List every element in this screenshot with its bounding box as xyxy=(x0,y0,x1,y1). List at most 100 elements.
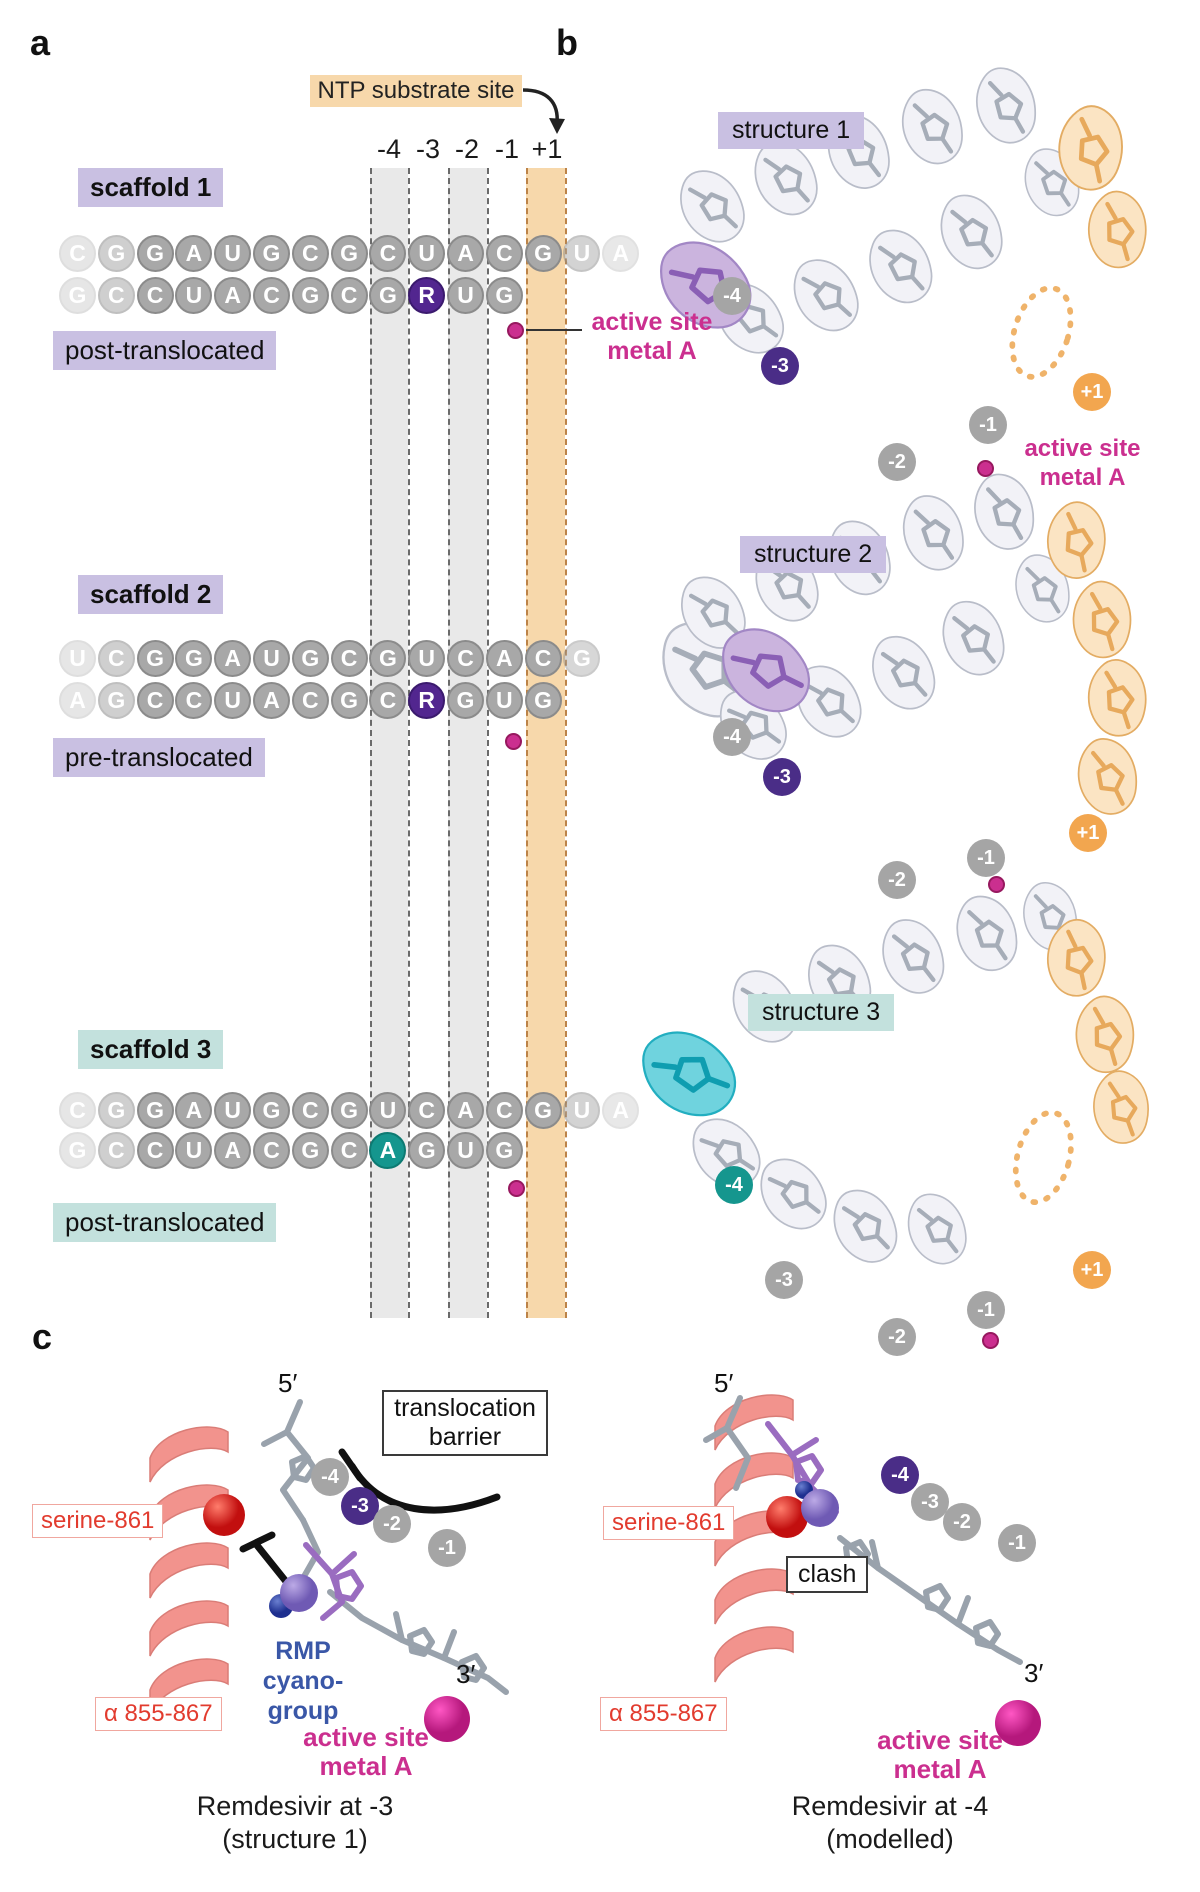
active-site-metal-line2: metal A xyxy=(607,337,697,365)
rna-sticks-right xyxy=(703,1395,1023,1665)
density-unit-g xyxy=(1015,554,1070,623)
product-nucleotide: A xyxy=(253,681,290,719)
template-nucleotide: G xyxy=(524,234,562,272)
translocation-state-label: post-translocated xyxy=(53,1203,277,1242)
density-unit-g xyxy=(680,170,745,243)
template-nucleotide: G xyxy=(253,234,290,272)
register-band-plus1 xyxy=(526,168,565,1318)
template-nucleotide: U xyxy=(59,639,96,677)
template-nucleotide: U xyxy=(563,1091,601,1129)
density-unit-o xyxy=(1075,995,1135,1074)
density-unit-g xyxy=(956,895,1018,972)
product-nucleotide: G xyxy=(59,276,96,314)
product-nucleotide: G xyxy=(97,681,135,719)
position-label-plus1: +1 xyxy=(531,134,563,164)
metal-a-dot xyxy=(504,732,522,750)
template-nucleotide: G xyxy=(369,639,407,677)
product-nucleotide: C xyxy=(97,276,135,314)
template-nucleotide: A xyxy=(214,639,252,677)
template-nucleotide: U xyxy=(408,639,446,677)
badge-minus3-structure2: -3 xyxy=(763,758,801,796)
badge-minus4-structure1: -4 xyxy=(713,277,751,315)
panel-c-letter: c xyxy=(32,1316,53,1357)
structure-3-label: structure 3 xyxy=(748,994,895,1031)
caption-right-line1: Remdesivir at -4 xyxy=(791,1791,989,1821)
badge-minus3-cright: -3 xyxy=(911,1483,949,1521)
density-unit-o xyxy=(1058,105,1123,191)
helix-855-867-label-right: α 855-867 xyxy=(600,1697,727,1731)
density-unit-g xyxy=(882,919,945,994)
badge-minus3-structure1: -3 xyxy=(761,347,799,385)
barrier-line2: barrier xyxy=(428,1423,502,1451)
product-nucleotide: U xyxy=(485,681,523,719)
density-unit-g xyxy=(760,1158,827,1230)
cryoem-density-illustrations xyxy=(642,67,1149,1265)
position-label-minus1: -1 xyxy=(494,134,520,164)
template-nucleotide: A xyxy=(175,1091,213,1129)
metal-line2: metal A xyxy=(319,1751,413,1781)
badge-minus4-structure3: -4 xyxy=(715,1166,753,1204)
badge-minus4-cleft: -4 xyxy=(311,1458,349,1496)
badge-plus1-structure1: +1 xyxy=(1073,373,1111,411)
metal-a-sphere-right xyxy=(995,1700,1041,1746)
template-nucleotide: C xyxy=(291,1091,329,1129)
remdesivir-position-illustrations xyxy=(149,1394,1041,1746)
template-nucleotide: G xyxy=(330,234,368,272)
metal-line2: metal A xyxy=(1039,464,1126,491)
density-unit-g xyxy=(907,1193,967,1265)
density-unit-o xyxy=(1087,190,1147,269)
template-nucleotide: U xyxy=(369,1091,407,1129)
product-nucleotide: U xyxy=(214,681,252,719)
alpha-helix-ribbon-coil xyxy=(149,1426,229,1483)
ntp-site-arrow xyxy=(522,88,565,134)
metal-a-dot xyxy=(507,1179,525,1197)
cyano-carbon-sphere-left xyxy=(280,1574,318,1612)
empty-plus1-site-ellipse-structure3 xyxy=(1012,1109,1074,1206)
badge-plus1-structure3: +1 xyxy=(1073,1251,1111,1289)
register-line xyxy=(565,168,567,1318)
product-nucleotide: G xyxy=(291,1131,329,1169)
product-nucleotide: C xyxy=(97,1131,135,1169)
template-nucleotide: C xyxy=(59,234,96,272)
scaffold-label: scaffold 2 xyxy=(78,575,224,614)
density-unit-o xyxy=(1087,659,1147,737)
serine-oxygen-sphere-left xyxy=(203,1494,245,1536)
metal-a-dot-structure1 xyxy=(977,460,994,477)
three-prime-label-left: 3′ xyxy=(456,1659,476,1689)
caption-left: Remdesivir at -3 (structure 1) xyxy=(190,1790,400,1856)
metal-line1: active site xyxy=(1024,435,1141,462)
badge-plus1-structure2: +1 xyxy=(1069,814,1107,852)
alpha-helix-ribbon-coil xyxy=(714,1452,794,1509)
density-unit-hlT xyxy=(642,1031,737,1117)
density-unit-o xyxy=(1077,737,1138,815)
template-nucleotide: A xyxy=(485,639,523,677)
template-nucleotide: A xyxy=(175,234,213,272)
alpha-helix-ribbon-coil xyxy=(714,1626,794,1683)
template-nucleotide: C xyxy=(97,639,135,677)
density-unit-o xyxy=(1093,1070,1149,1144)
template-nucleotide: G xyxy=(97,234,135,272)
template-nucleotide: C xyxy=(485,1091,523,1129)
badge-minus2-structure2: -2 xyxy=(878,861,916,899)
caption-right-line2: (modelled) xyxy=(826,1824,954,1854)
product-nucleotide: C xyxy=(253,276,290,314)
badge-minus4-cright: -4 xyxy=(881,1456,919,1494)
product-nucleotide: G xyxy=(485,1131,523,1169)
metal-a-dot-structure2 xyxy=(988,876,1005,893)
scaffold-label: scaffold 3 xyxy=(78,1030,224,1069)
template-nucleotide: A xyxy=(602,234,640,272)
position-label-minus4: -4 xyxy=(376,134,402,164)
template-nucleotide: G xyxy=(136,234,174,272)
density-unit-g xyxy=(974,473,1035,550)
five-prime-label-left: 5′ xyxy=(278,1368,298,1398)
translocation-state-label: pre-translocated xyxy=(53,738,265,777)
five-prime-label-right: 5′ xyxy=(714,1368,734,1398)
density-unit-g xyxy=(833,1189,898,1263)
density-unit-g xyxy=(681,576,746,649)
badge-minus1-cright: -1 xyxy=(998,1524,1036,1562)
template-nucleotide: C xyxy=(369,234,407,272)
product-nucleotide: C xyxy=(369,681,407,719)
active-site-metal-label-a: active site metal A xyxy=(588,308,716,366)
product-nucleotide: G xyxy=(524,681,562,719)
product-nucleotide: G xyxy=(408,1131,446,1169)
